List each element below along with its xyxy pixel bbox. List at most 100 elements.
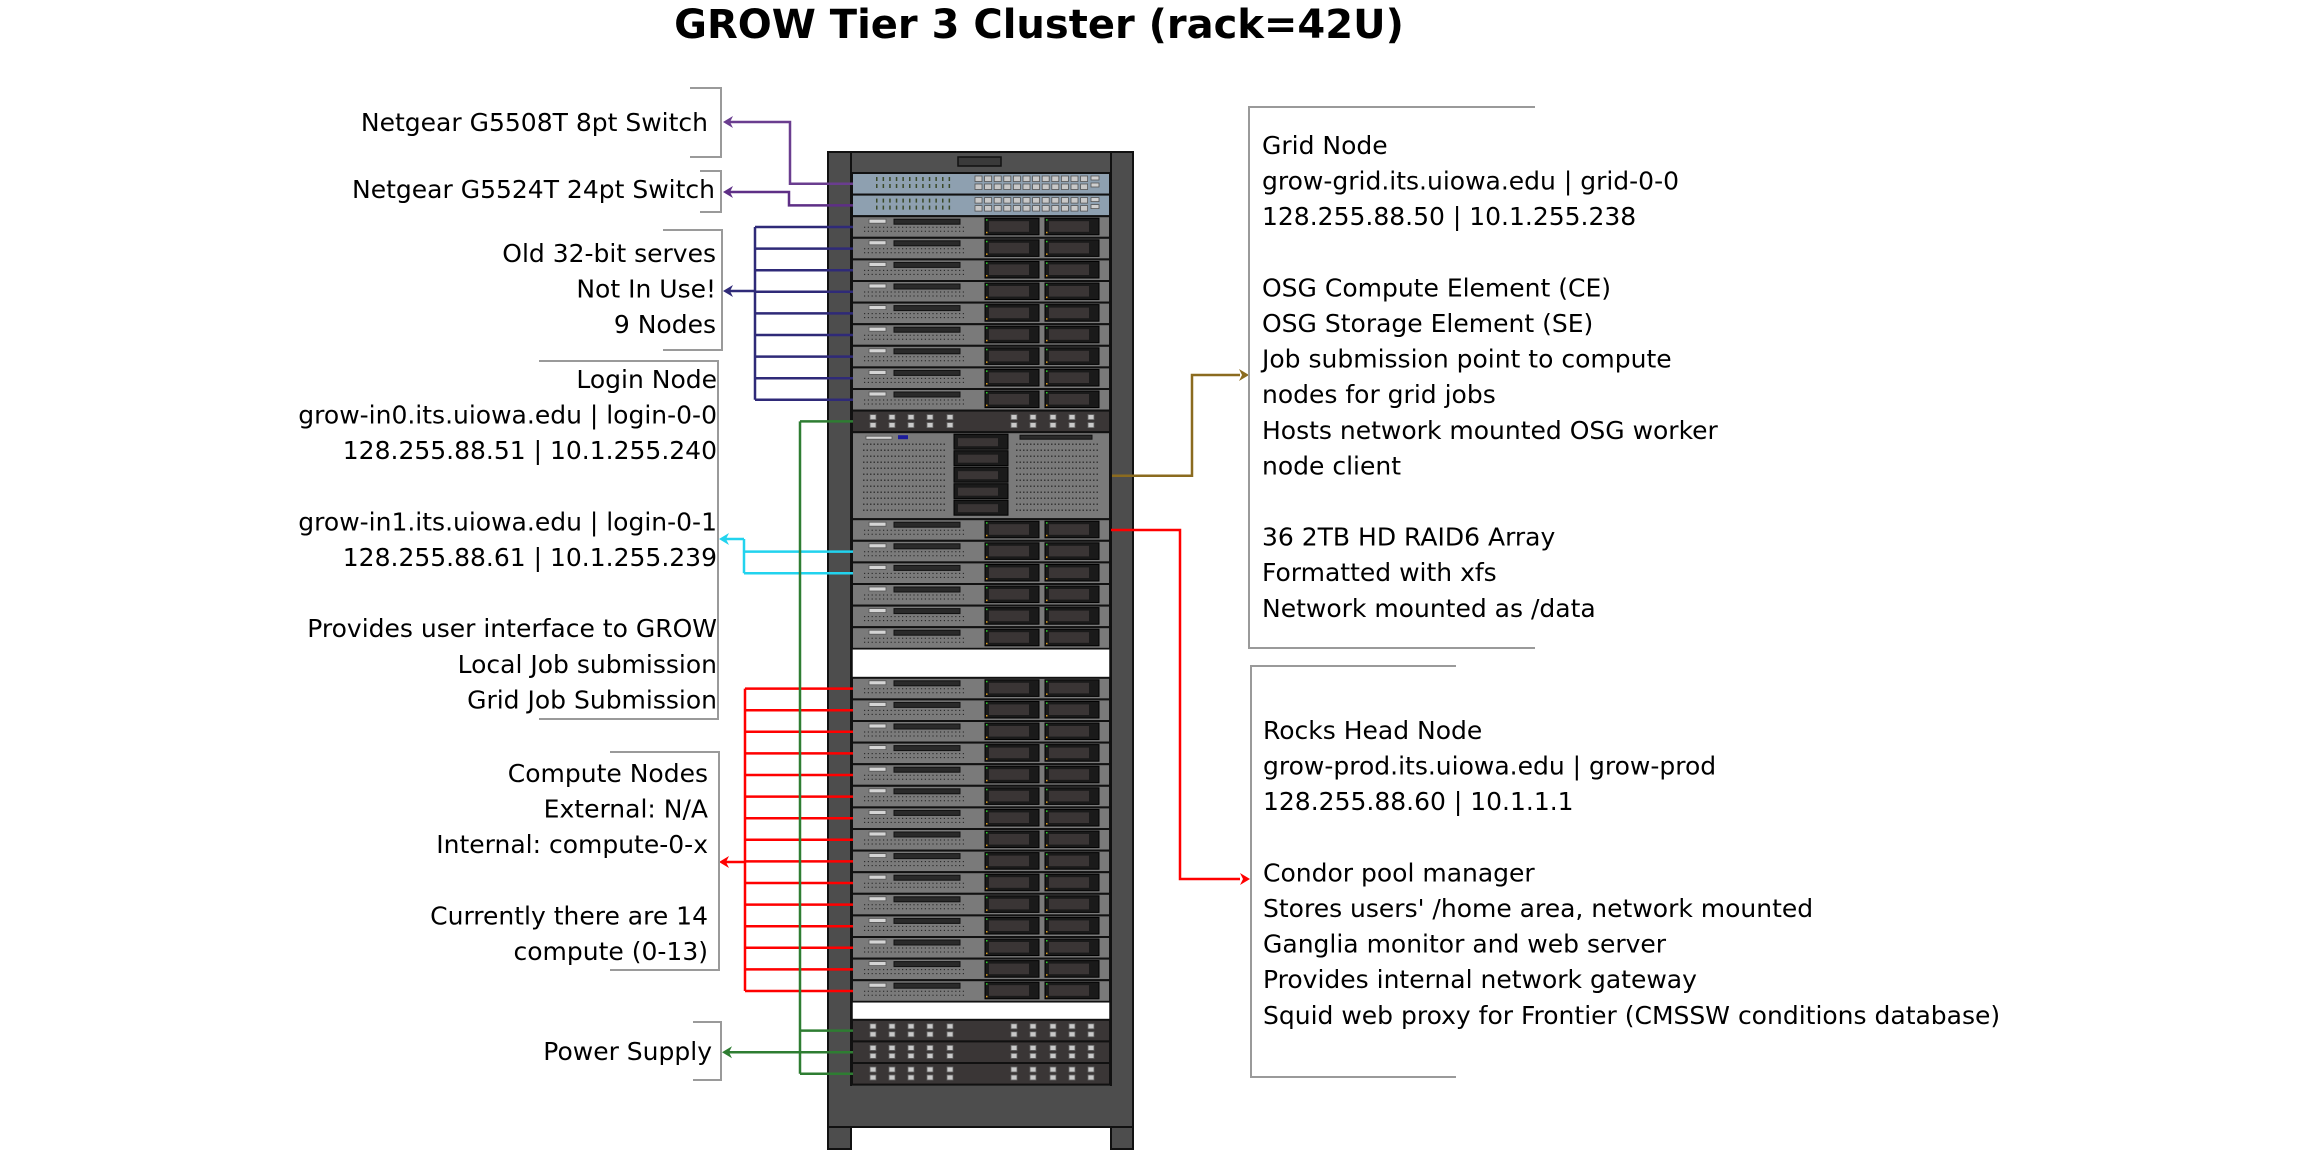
server-1u bbox=[851, 763, 1111, 787]
power-outlet bbox=[869, 1023, 877, 1030]
drive-led-green bbox=[986, 240, 988, 243]
drive-led-green bbox=[986, 832, 988, 834]
switch-led bbox=[909, 205, 911, 210]
optical-drive bbox=[893, 348, 961, 355]
power-outlet bbox=[869, 1066, 877, 1073]
power-outlet bbox=[888, 1066, 896, 1073]
label-line: Currently there are 14 bbox=[430, 901, 708, 930]
switch-led bbox=[902, 198, 904, 203]
server-label-plate bbox=[868, 896, 887, 902]
power-outlet bbox=[946, 1053, 954, 1059]
drive-led-green bbox=[1046, 305, 1048, 308]
drive-tray bbox=[989, 372, 1029, 383]
power-outlet bbox=[1010, 1023, 1018, 1030]
switch-port bbox=[984, 197, 992, 204]
drive-tray bbox=[1049, 589, 1089, 600]
switch-port bbox=[1061, 197, 1069, 204]
power-outlet bbox=[869, 1045, 877, 1051]
power-outlet bbox=[1068, 1023, 1076, 1030]
drive-led-amber bbox=[986, 534, 988, 537]
switch-led bbox=[948, 205, 951, 210]
switch-led bbox=[935, 177, 937, 181]
switch-led bbox=[902, 184, 904, 188]
server-label-plate bbox=[868, 348, 887, 354]
server-1u bbox=[851, 741, 1111, 766]
power-outlet bbox=[888, 1023, 896, 1030]
switch-led bbox=[895, 184, 898, 188]
server-label-plate bbox=[868, 586, 887, 592]
drive-led-green bbox=[1046, 370, 1048, 372]
switch-led bbox=[895, 205, 898, 210]
switch-led bbox=[928, 177, 931, 181]
switch-led bbox=[922, 177, 924, 181]
power-outlet bbox=[1049, 1023, 1057, 1030]
server-1u bbox=[851, 539, 1111, 564]
cable-grid-node bbox=[1112, 369, 1249, 477]
optical-drive bbox=[893, 939, 961, 946]
drive-led-green bbox=[1046, 327, 1048, 329]
drive-tray bbox=[989, 286, 1029, 297]
drive-led-green bbox=[986, 896, 988, 899]
switch-port bbox=[1013, 183, 1021, 190]
drive-led-amber bbox=[1046, 404, 1048, 407]
switch-led bbox=[935, 205, 937, 210]
label-line: Job submission point to compute bbox=[1260, 345, 1672, 374]
drive-tray bbox=[1049, 769, 1089, 780]
server-label-plate bbox=[868, 982, 887, 988]
drive-led-amber bbox=[1046, 779, 1048, 782]
drive-led-amber bbox=[1046, 952, 1048, 955]
power-outlet bbox=[1029, 1031, 1037, 1038]
drive-led-green bbox=[1046, 724, 1048, 726]
switch-port bbox=[1013, 175, 1021, 182]
server-1u bbox=[851, 258, 1111, 282]
server-label-plate bbox=[868, 629, 887, 635]
drive-tray bbox=[989, 726, 1029, 737]
drive-led-green bbox=[986, 630, 988, 632]
drive-tray bbox=[989, 329, 1029, 340]
drive-tray bbox=[1049, 963, 1089, 975]
drive-led-green bbox=[1046, 630, 1048, 632]
drive-led-amber bbox=[1046, 909, 1048, 911]
switch-port bbox=[1070, 205, 1079, 212]
server-1u bbox=[851, 604, 1111, 629]
label-line: 128.255.88.51 | 10.1.255.240 bbox=[343, 436, 717, 465]
cable-head-node bbox=[1111, 528, 1250, 885]
power-outlet bbox=[1010, 1074, 1018, 1081]
drive-led-amber bbox=[1046, 887, 1048, 890]
optical-drive bbox=[893, 369, 961, 376]
drive-tray bbox=[989, 985, 1029, 996]
switch-port bbox=[1070, 175, 1079, 182]
switch-port bbox=[1041, 183, 1050, 190]
server-label-plate bbox=[868, 565, 887, 570]
power-outlet bbox=[1029, 1045, 1037, 1051]
power-outlet bbox=[907, 1053, 915, 1059]
switch-port bbox=[993, 205, 1002, 212]
optical-drive bbox=[893, 961, 961, 968]
label-line: Provides internal network gateway bbox=[1263, 965, 1697, 994]
drive-led-green bbox=[986, 680, 988, 683]
switch-port bbox=[1051, 175, 1060, 182]
power-outlet bbox=[1010, 1066, 1018, 1073]
drive-tray bbox=[989, 682, 1029, 694]
drive-led-amber bbox=[1046, 578, 1048, 580]
drive-tray bbox=[1049, 286, 1089, 297]
storage-server-4u bbox=[851, 431, 1111, 521]
drive-led-green bbox=[986, 348, 988, 351]
drive-led-amber bbox=[1046, 253, 1048, 255]
switch-port bbox=[1061, 183, 1069, 190]
drive-led-amber bbox=[986, 599, 988, 602]
server-1u bbox=[851, 784, 1111, 809]
server-label-plate bbox=[868, 831, 887, 837]
label-line: Compute Nodes bbox=[508, 759, 708, 788]
switch-led bbox=[915, 177, 918, 181]
drive-led-amber bbox=[1046, 275, 1048, 277]
label-line: Power Supply bbox=[543, 1037, 712, 1066]
drive-tray bbox=[1049, 394, 1089, 405]
label-power-supply: Power Supply bbox=[543, 1021, 722, 1081]
drive-tray bbox=[989, 812, 1029, 823]
drive-led-green bbox=[1046, 608, 1048, 611]
server-label-plate bbox=[868, 702, 887, 707]
drive-led-amber bbox=[1046, 844, 1048, 847]
switch-uplink-port bbox=[1090, 204, 1100, 210]
